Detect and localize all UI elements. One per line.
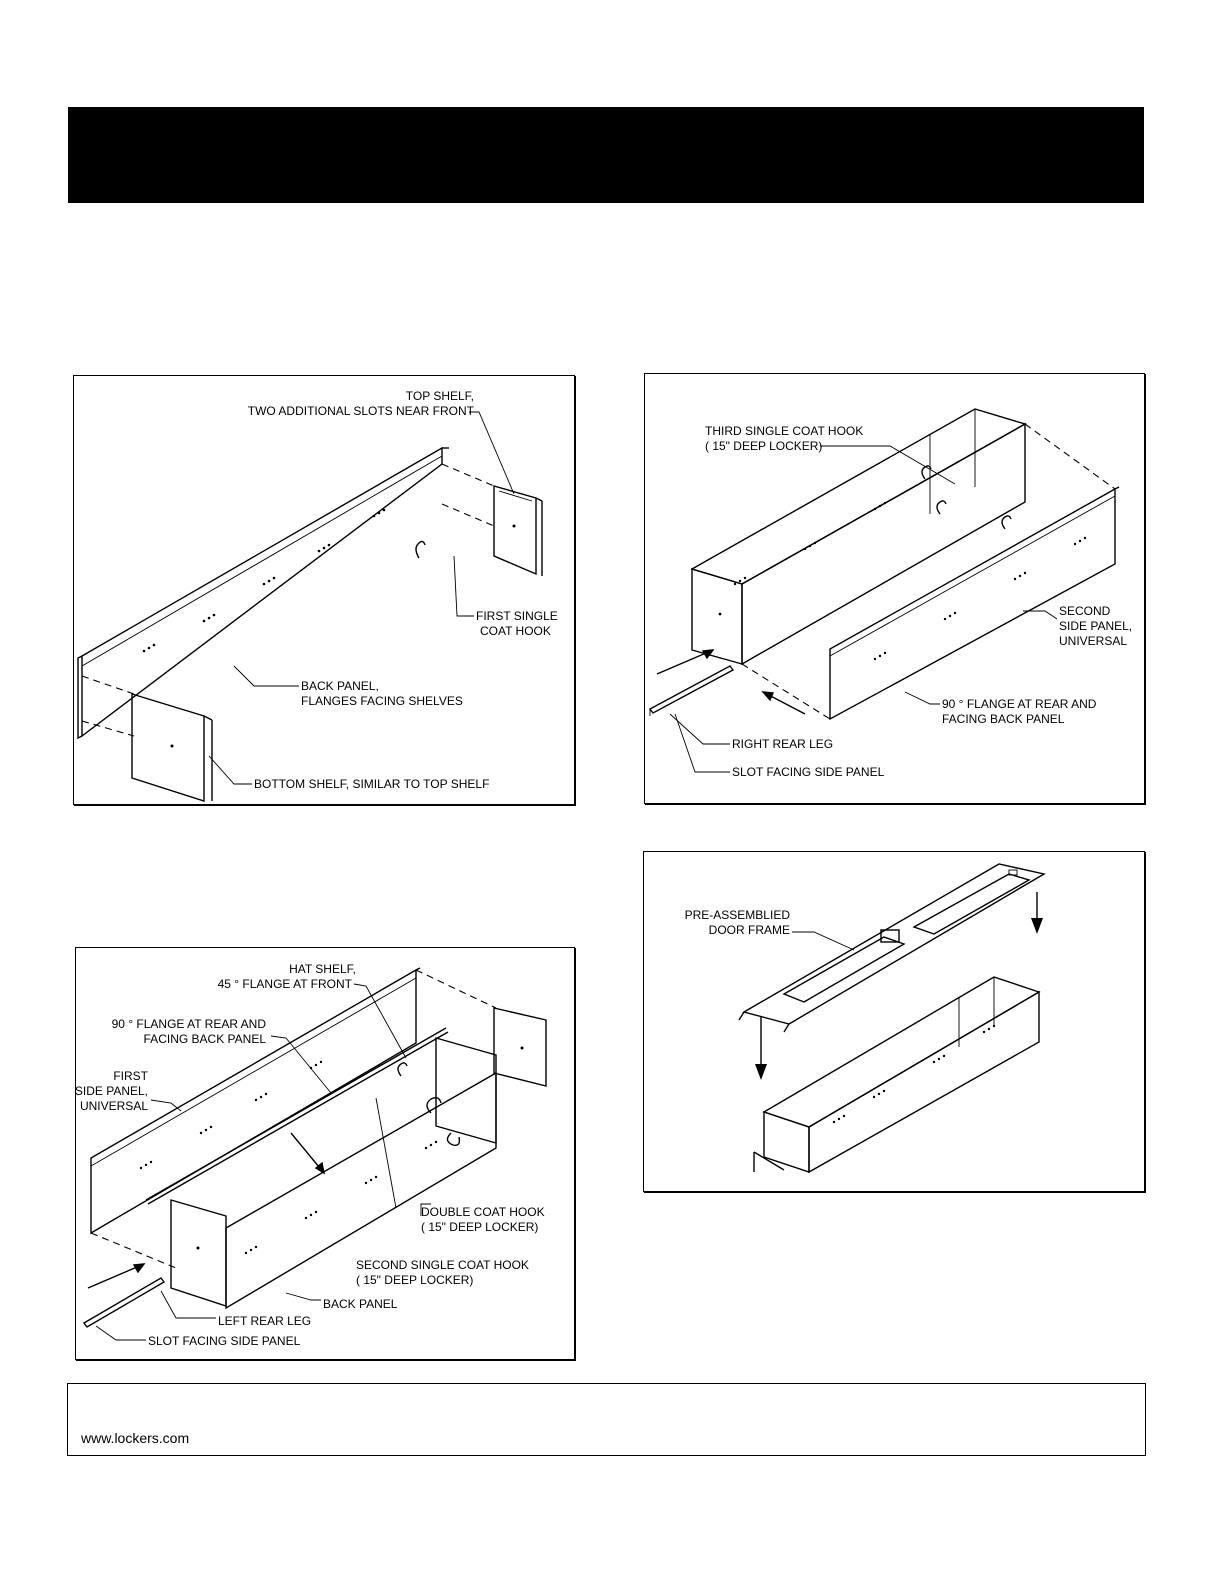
callout-leaders [669, 445, 1058, 773]
label-double-hook-1: DOUBLE COAT HOOK [421, 1205, 545, 1219]
callout-leaders [208, 411, 515, 785]
label-second-side-2: SIDE PANEL, [1059, 619, 1132, 633]
label-left-rear-leg: LEFT REAR LEG [218, 1314, 311, 1328]
label-first-side-2: SIDE PANEL, [76, 1084, 148, 1098]
label-back-panel-2: FLANGES FACING SHELVES [301, 694, 463, 708]
label-door-frame-1: PRE-ASSEMBLIED [685, 908, 791, 922]
label-flange-2: FACING BACK PANEL [942, 712, 1065, 726]
coat-hooks-drawing [397, 1062, 461, 1147]
back-panel-drawing [77, 446, 495, 740]
label-second-hook-1: SECOND SINGLE COAT HOOK [356, 1258, 529, 1272]
figure-hat-shelf-coat-hooks: HAT SHELF, 45 ° FLANGE AT FRONT 90 ° FLA… [75, 947, 575, 1360]
label-double-hook-2: ( 15" DEEP LOCKER) [421, 1220, 538, 1234]
first-side-panel-drawing [90, 967, 497, 1269]
label-hat-shelf-2: 45 ° FLANGE AT FRONT [218, 977, 353, 991]
locker-body-drawing [753, 976, 1041, 1174]
left-rear-leg-drawing [82, 1132, 326, 1328]
label-first-side-1: FIRST [113, 1069, 148, 1083]
label-flange-1: 90 ° FLANGE AT REAR AND [942, 697, 1097, 711]
label-top-shelf-2: TWO ADDITIONAL SLOTS NEAR FRONT [248, 404, 475, 418]
figure-side-panel-rear-leg: THIRD SINGLE COAT HOOK ( 15" DEEP LOCKER… [644, 373, 1145, 804]
label-door-frame-2: DOOR FRAME [709, 923, 790, 937]
label-top-shelf-1: TOP SHELF, [406, 389, 474, 403]
top-shelf-drawing [493, 485, 543, 576]
label-back-panel: BACK PANEL [323, 1297, 398, 1311]
right-rear-leg-drawing [648, 649, 806, 716]
back-panel-drawing [145, 1027, 497, 1310]
callout-leaders [95, 983, 431, 1341]
coat-hook-drawing [415, 540, 426, 559]
figure-back-panel-shelves: TOP SHELF, TWO ADDITIONAL SLOTS NEAR FRO… [73, 375, 575, 805]
label-bottom-shelf: BOTTOM SHELF, SIMILAR TO TOP SHELF [254, 777, 489, 791]
diagram-back-panel-shelves: TOP SHELF, TWO ADDITIONAL SLOTS NEAR FRO… [77, 389, 558, 802]
label-flange-2: FACING BACK PANEL [144, 1032, 267, 1046]
figure-door-frame: PRE-ASSEMBLIED DOOR FRAME [643, 851, 1145, 1192]
label-hat-shelf-1: HAT SHELF, [289, 962, 356, 976]
header-bar [68, 107, 1144, 203]
label-first-hook-1: FIRST SINGLE [476, 609, 558, 623]
label-third-hook-1: THIRD SINGLE COAT HOOK [705, 424, 863, 438]
callout-leaders [792, 931, 855, 951]
label-slot: SLOT FACING SIDE PANEL [148, 1334, 301, 1348]
footer-box: www.lockers.com [67, 1383, 1146, 1456]
label-second-side-1: SECOND [1059, 604, 1111, 618]
label-first-side-3: UNIVERSAL [80, 1099, 148, 1113]
label-third-hook-2: ( 15" DEEP LOCKER) [705, 439, 822, 453]
label-second-side-3: UNIVERSAL [1059, 634, 1127, 648]
shelves-drawing [170, 1007, 547, 1307]
label-flange-1: 90 ° FLANGE AT REAR AND [112, 1017, 267, 1031]
diagram-door-frame: PRE-ASSEMBLIED DOOR FRAME [685, 863, 1046, 1174]
diagram-side-panel-rear-leg: THIRD SINGLE COAT HOOK ( 15" DEEP LOCKER… [648, 408, 1132, 779]
bottom-shelf-drawing [131, 693, 213, 802]
second-side-panel-drawing [741, 423, 1120, 721]
label-first-hook-2: COAT HOOK [480, 624, 551, 638]
label-back-panel-1: BACK PANEL, [301, 679, 379, 693]
door-frame-drawing [738, 863, 1046, 1033]
label-right-rear-leg: RIGHT REAR LEG [732, 737, 833, 751]
diagram-hat-shelf-coat-hooks: HAT SHELF, 45 ° FLANGE AT FRONT 90 ° FLA… [76, 962, 547, 1348]
website-link[interactable]: www.lockers.com [81, 1430, 190, 1446]
down-arrows [755, 892, 1043, 1080]
label-second-hook-2: ( 15" DEEP LOCKER) [356, 1273, 473, 1287]
label-slot: SLOT FACING SIDE PANEL [732, 765, 885, 779]
